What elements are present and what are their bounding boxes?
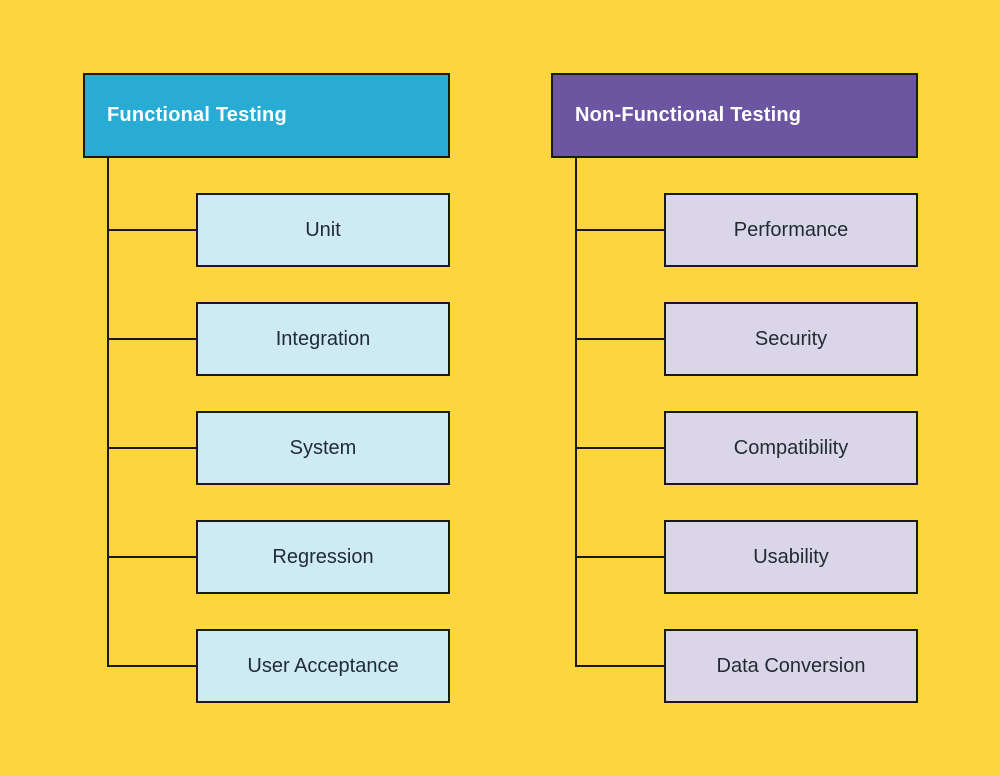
functional-connector-branch-system — [107, 447, 198, 449]
functional-connector-branch-regression — [107, 556, 198, 558]
node-system-label: System — [289, 436, 357, 459]
functional-testing-header-label: Functional Testing — [107, 104, 287, 126]
non-functional-connector-branch-compatibility — [575, 447, 666, 449]
functional-connector-branch-integration — [107, 338, 198, 340]
non-functional-connector-branch-data-conversion — [575, 665, 666, 667]
node-regression-label: Regression — [272, 545, 374, 568]
node-system: System — [196, 411, 450, 485]
node-security: Security — [664, 302, 918, 376]
functional-connector-vertical-line — [107, 158, 109, 667]
non-functional-connector-vertical-line — [575, 158, 577, 667]
functional-connector-branch-user-acceptance — [107, 665, 198, 667]
node-data-conversion: Data Conversion — [664, 629, 918, 703]
node-user-acceptance-label: User Acceptance — [247, 654, 399, 677]
non-functional-connector-branch-security — [575, 338, 666, 340]
node-compatibility-label: Compatibility — [733, 436, 849, 459]
node-regression: Regression — [196, 520, 450, 594]
node-unit: Unit — [196, 193, 450, 267]
non-functional-testing-header-node: Non-Functional Testing — [551, 73, 918, 158]
node-performance: Performance — [664, 193, 918, 267]
node-user-acceptance: User Acceptance — [196, 629, 450, 703]
non-functional-connector-branch-usability — [575, 556, 666, 558]
node-compatibility: Compatibility — [664, 411, 918, 485]
functional-testing-header-node: Functional Testing — [83, 73, 450, 158]
node-integration-label: Integration — [275, 327, 371, 350]
node-integration: Integration — [196, 302, 450, 376]
node-data-conversion-label: Data Conversion — [716, 654, 866, 677]
node-security-label: Security — [754, 327, 828, 350]
non-functional-connector-branch-performance — [575, 229, 666, 231]
functional-connector-branch-unit — [107, 229, 198, 231]
node-performance-label: Performance — [733, 218, 849, 241]
node-unit-label: Unit — [305, 218, 341, 241]
node-usability-label: Usability — [753, 545, 829, 568]
non-functional-testing-header-label: Non-Functional Testing — [575, 104, 802, 126]
node-usability: Usability — [664, 520, 918, 594]
